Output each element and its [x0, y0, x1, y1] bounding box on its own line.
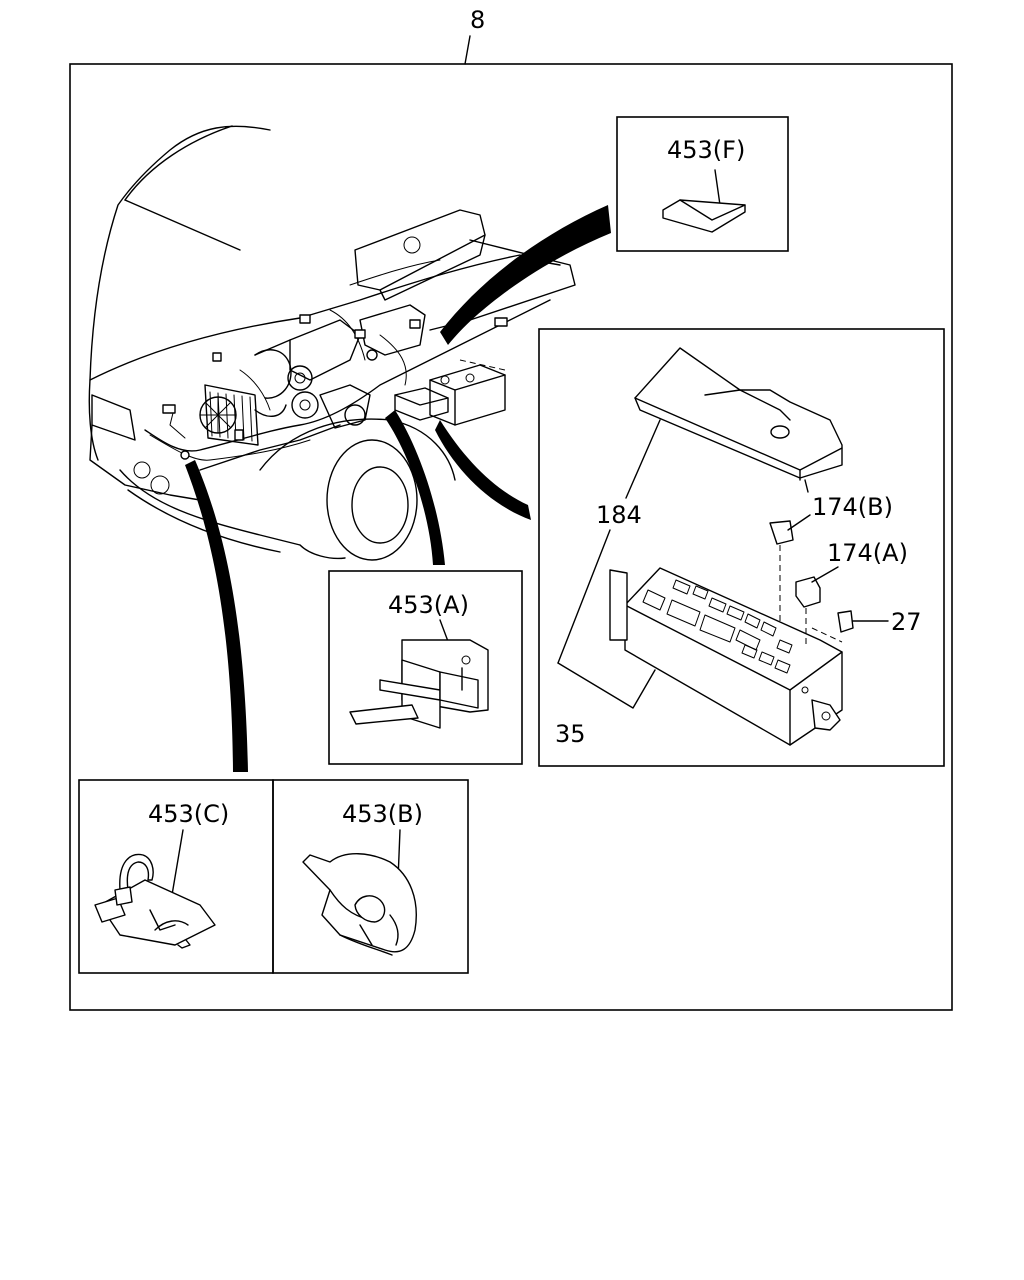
- callout-184: 184: [596, 501, 642, 529]
- part-453c-clamp: [94, 853, 216, 949]
- leader-453c: [171, 829, 184, 896]
- outer-frame: [69, 63, 953, 1011]
- callout-8: 8: [470, 6, 485, 34]
- part-35-fuse-box: [624, 567, 843, 746]
- callout-453b: 453(B): [342, 800, 423, 828]
- callout-453c: 453(C): [148, 800, 229, 828]
- callout-27: 27: [891, 608, 922, 636]
- part-453f: [662, 199, 746, 233]
- leader-curves: [185, 205, 611, 772]
- leader-453f: [714, 169, 721, 206]
- inset-frame-fuse-box: [538, 328, 945, 767]
- inset-453f: 453(F): [616, 116, 789, 252]
- leader-174b: [787, 514, 811, 531]
- vehicle-engine-bay: [88, 125, 576, 561]
- callout-174a: 174(A): [827, 539, 908, 567]
- part-184-cover: [634, 347, 843, 479]
- part-453b-cover: [302, 853, 417, 956]
- callout-453a: 453(A): [388, 591, 469, 619]
- inset-453b: 453(B): [272, 779, 469, 974]
- leader-174a: [811, 566, 839, 583]
- part-174b-fuse: [769, 520, 794, 545]
- part-174a-relay: [795, 576, 821, 608]
- leader-184-b: [625, 419, 661, 499]
- part-453a-bracket: [349, 639, 489, 729]
- part-27-fuse: [837, 610, 854, 633]
- inset-fuse-box: 184 35 174(B) 174(A) 27: [538, 328, 945, 767]
- leader-35: [557, 662, 656, 709]
- callout-35: 35: [555, 720, 586, 748]
- callout-174b: 174(B): [812, 493, 893, 521]
- inset-frame-453b: [272, 779, 469, 974]
- inset-453a: 453(A): [328, 570, 523, 765]
- inset-frame-453f: [616, 116, 789, 252]
- callout-453f: 453(F): [667, 136, 745, 164]
- inset-453c: 453(C): [78, 779, 274, 974]
- leader-184-a: [557, 529, 611, 664]
- leader-8: [464, 35, 471, 65]
- inset-frame-453a: [328, 570, 523, 765]
